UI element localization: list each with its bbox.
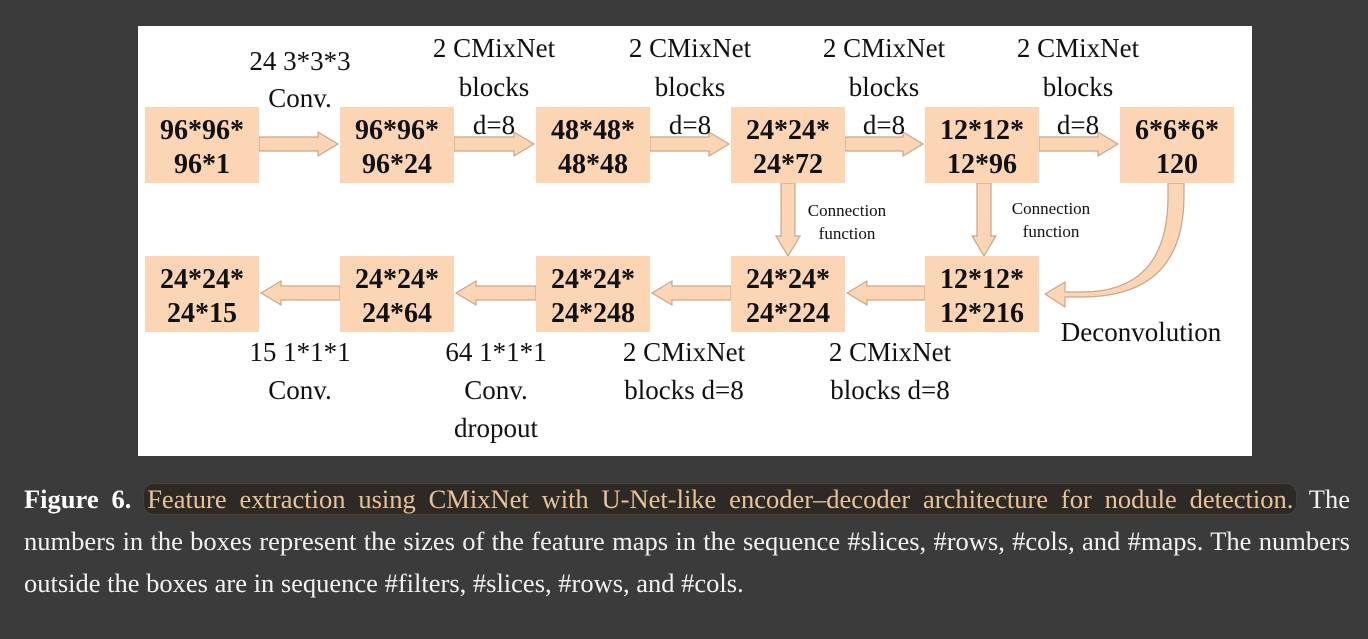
feature-map-box	[925, 256, 1039, 332]
feature-map-size-line1: 24*24*	[160, 264, 244, 295]
operation-label: Conv.	[268, 83, 332, 113]
feature-map-size-line1: 96*96*	[160, 115, 244, 146]
feature-map-size-line2: 12*96	[947, 149, 1017, 180]
feature-map-size-line1: 96*96*	[355, 115, 439, 146]
feature-map-size-line2: 24*224	[746, 298, 830, 329]
dilation-label: d=8	[473, 110, 515, 140]
feature-map-size-line2: 24*64	[362, 298, 432, 329]
figure-caption: Figure 6. Feature extraction using CMixN…	[24, 478, 1350, 604]
feature-map-size-line2: 48*48	[558, 149, 628, 180]
feature-map-size-line1: 12*12*	[940, 115, 1024, 146]
feature-map-size-line1: 24*24*	[551, 264, 635, 295]
feature-map-box	[536, 256, 650, 332]
operation-label: 2 CMixNet	[1017, 33, 1140, 63]
encoder-arrow	[258, 130, 340, 158]
feature-map-box	[340, 256, 454, 332]
caption-body-text: The numbers in the boxes represent the s…	[24, 484, 1350, 598]
operation-label: 2 CMixNet	[823, 33, 946, 63]
operation-label: blocks d=8	[830, 375, 949, 405]
decoder-arrow	[454, 279, 537, 307]
connection-label: Connection	[1012, 199, 1091, 218]
operation-label: blocks	[655, 72, 726, 102]
operation-label: blocks	[459, 72, 530, 102]
dilation-label: d=8	[669, 110, 711, 140]
feature-map-size-line2: 12*216	[940, 298, 1024, 329]
operation-label: 2 CMixNet	[433, 33, 556, 63]
connection-label: function	[1023, 222, 1080, 241]
feature-map-size-line1: 24*24*	[746, 115, 830, 146]
feature-map-size-line2: 120	[1156, 149, 1198, 180]
dilation-label: d=8	[1057, 110, 1099, 140]
caption-figure-label: Figure 6.	[24, 484, 132, 514]
operation-label: 2 CMixNet	[829, 337, 952, 367]
operation-label: 15 1*1*1	[249, 337, 350, 367]
feature-map-size-line2: 24*72	[753, 149, 823, 180]
encoder-arrow	[649, 130, 731, 158]
feature-map-size-line1: 12*12*	[940, 264, 1024, 295]
operation-label: blocks	[849, 72, 920, 102]
feature-map-size-line1: 48*48*	[551, 115, 635, 146]
skip-connection-arrow	[774, 182, 802, 258]
feature-map-size-line1: 24*24*	[355, 264, 439, 295]
operation-label: 2 CMixNet	[623, 337, 746, 367]
feature-map-box	[145, 107, 259, 183]
feature-map-box	[925, 107, 1039, 183]
feature-map-size-line2: 24*15	[167, 298, 237, 329]
feature-map-size-line2: 96*1	[174, 149, 230, 180]
feature-map-box	[340, 107, 454, 183]
operation-label: dropout	[454, 413, 538, 443]
feature-map-box	[1120, 107, 1234, 183]
operation-label: blocks	[1043, 72, 1114, 102]
feature-map-size-line1: 6*6*6*	[1135, 115, 1219, 146]
connection-label: function	[819, 224, 876, 243]
operation-label: blocks d=8	[624, 375, 743, 405]
operation-label: 2 CMixNet	[629, 33, 752, 63]
feature-map-box	[731, 107, 845, 183]
feature-map-size-line2: 24*248	[551, 298, 635, 329]
operation-label: Conv.	[464, 375, 528, 405]
connection-label: Connection	[808, 201, 887, 220]
decoder-arrow	[259, 279, 341, 307]
decoder-arrow	[650, 279, 732, 307]
skip-connection-arrow	[970, 182, 998, 258]
deconvolution-arrow	[1043, 182, 1185, 309]
dilation-label: d=8	[863, 110, 905, 140]
encoder-arrow	[844, 130, 925, 158]
deconvolution-label: Deconvolution	[1061, 317, 1222, 347]
feature-map-box	[731, 256, 845, 332]
operation-label: 24 3*3*3	[249, 46, 350, 76]
feature-map-box	[145, 256, 259, 332]
operation-label: Conv.	[268, 375, 332, 405]
caption-highlighted-text: Feature extraction using CMixNet with U-…	[144, 484, 1297, 514]
feature-map-box	[536, 107, 650, 183]
feature-map-size-line2: 96*24	[362, 149, 432, 180]
encoder-arrow	[453, 130, 536, 158]
architecture-diagram: 96*96*96*196*96*96*2448*48*48*4824*24*24…	[145, 33, 1234, 443]
operation-label: 64 1*1*1	[445, 337, 546, 367]
decoder-arrow	[845, 279, 926, 307]
encoder-arrow	[1038, 130, 1120, 158]
feature-map-size-line1: 24*24*	[746, 264, 830, 295]
